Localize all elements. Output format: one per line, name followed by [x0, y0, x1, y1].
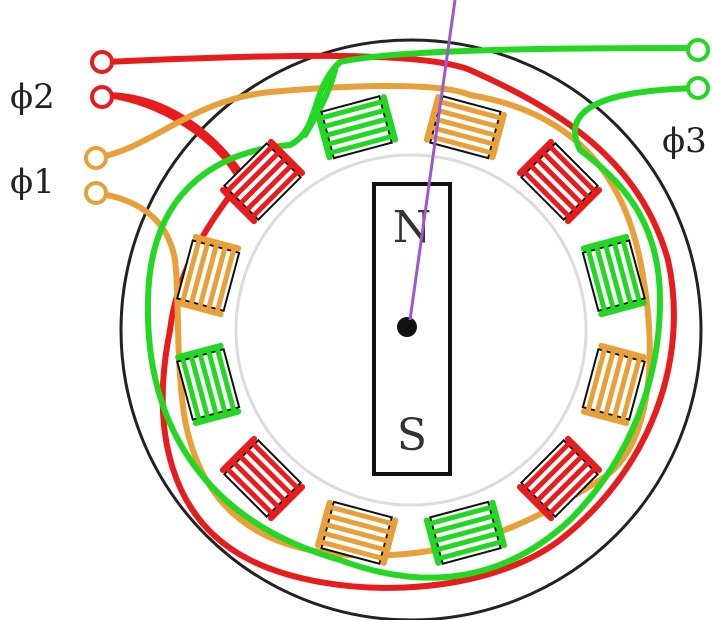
terminal-phi3: [686, 76, 710, 100]
south-pole-label: S: [397, 410, 427, 461]
phase-1-label: ϕ1: [10, 162, 55, 202]
coil-phi3: [315, 94, 399, 161]
coil-phi3: [580, 234, 647, 318]
stator-outer-circle: [119, 38, 703, 620]
pointer-line: [408, 0, 457, 321]
coil-phi2: [516, 435, 603, 522]
wire-phi2: [102, 92, 248, 183]
terminal-phi1: [84, 146, 108, 170]
coil-phi2: [219, 138, 306, 225]
rotor-magnet: [372, 182, 452, 476]
wire-phi3: [302, 67, 338, 138]
phase-3-label: ϕ3: [662, 121, 707, 161]
terminal-phi1: [84, 181, 108, 205]
coil-phi1: [580, 342, 647, 426]
phase-2-label: ϕ2: [10, 77, 55, 117]
wire-phi2: [102, 52, 677, 591]
rotor-pivot: [397, 317, 417, 337]
phase-wiring: [92, 45, 703, 591]
coil-phi1: [175, 234, 242, 318]
terminal-phi3: [686, 38, 710, 62]
coil-phi3: [175, 342, 242, 426]
stator-coils: [175, 94, 647, 566]
terminal-phi2: [90, 85, 114, 109]
terminals: [84, 38, 710, 205]
stator-inner-ring: [234, 153, 588, 507]
coil-phi2: [219, 435, 306, 522]
coil-phi1: [423, 94, 507, 161]
coil-phi2: [516, 138, 603, 225]
coil-phi3: [423, 499, 507, 566]
terminal-phi2: [90, 50, 114, 74]
coil-phi1: [315, 499, 399, 566]
